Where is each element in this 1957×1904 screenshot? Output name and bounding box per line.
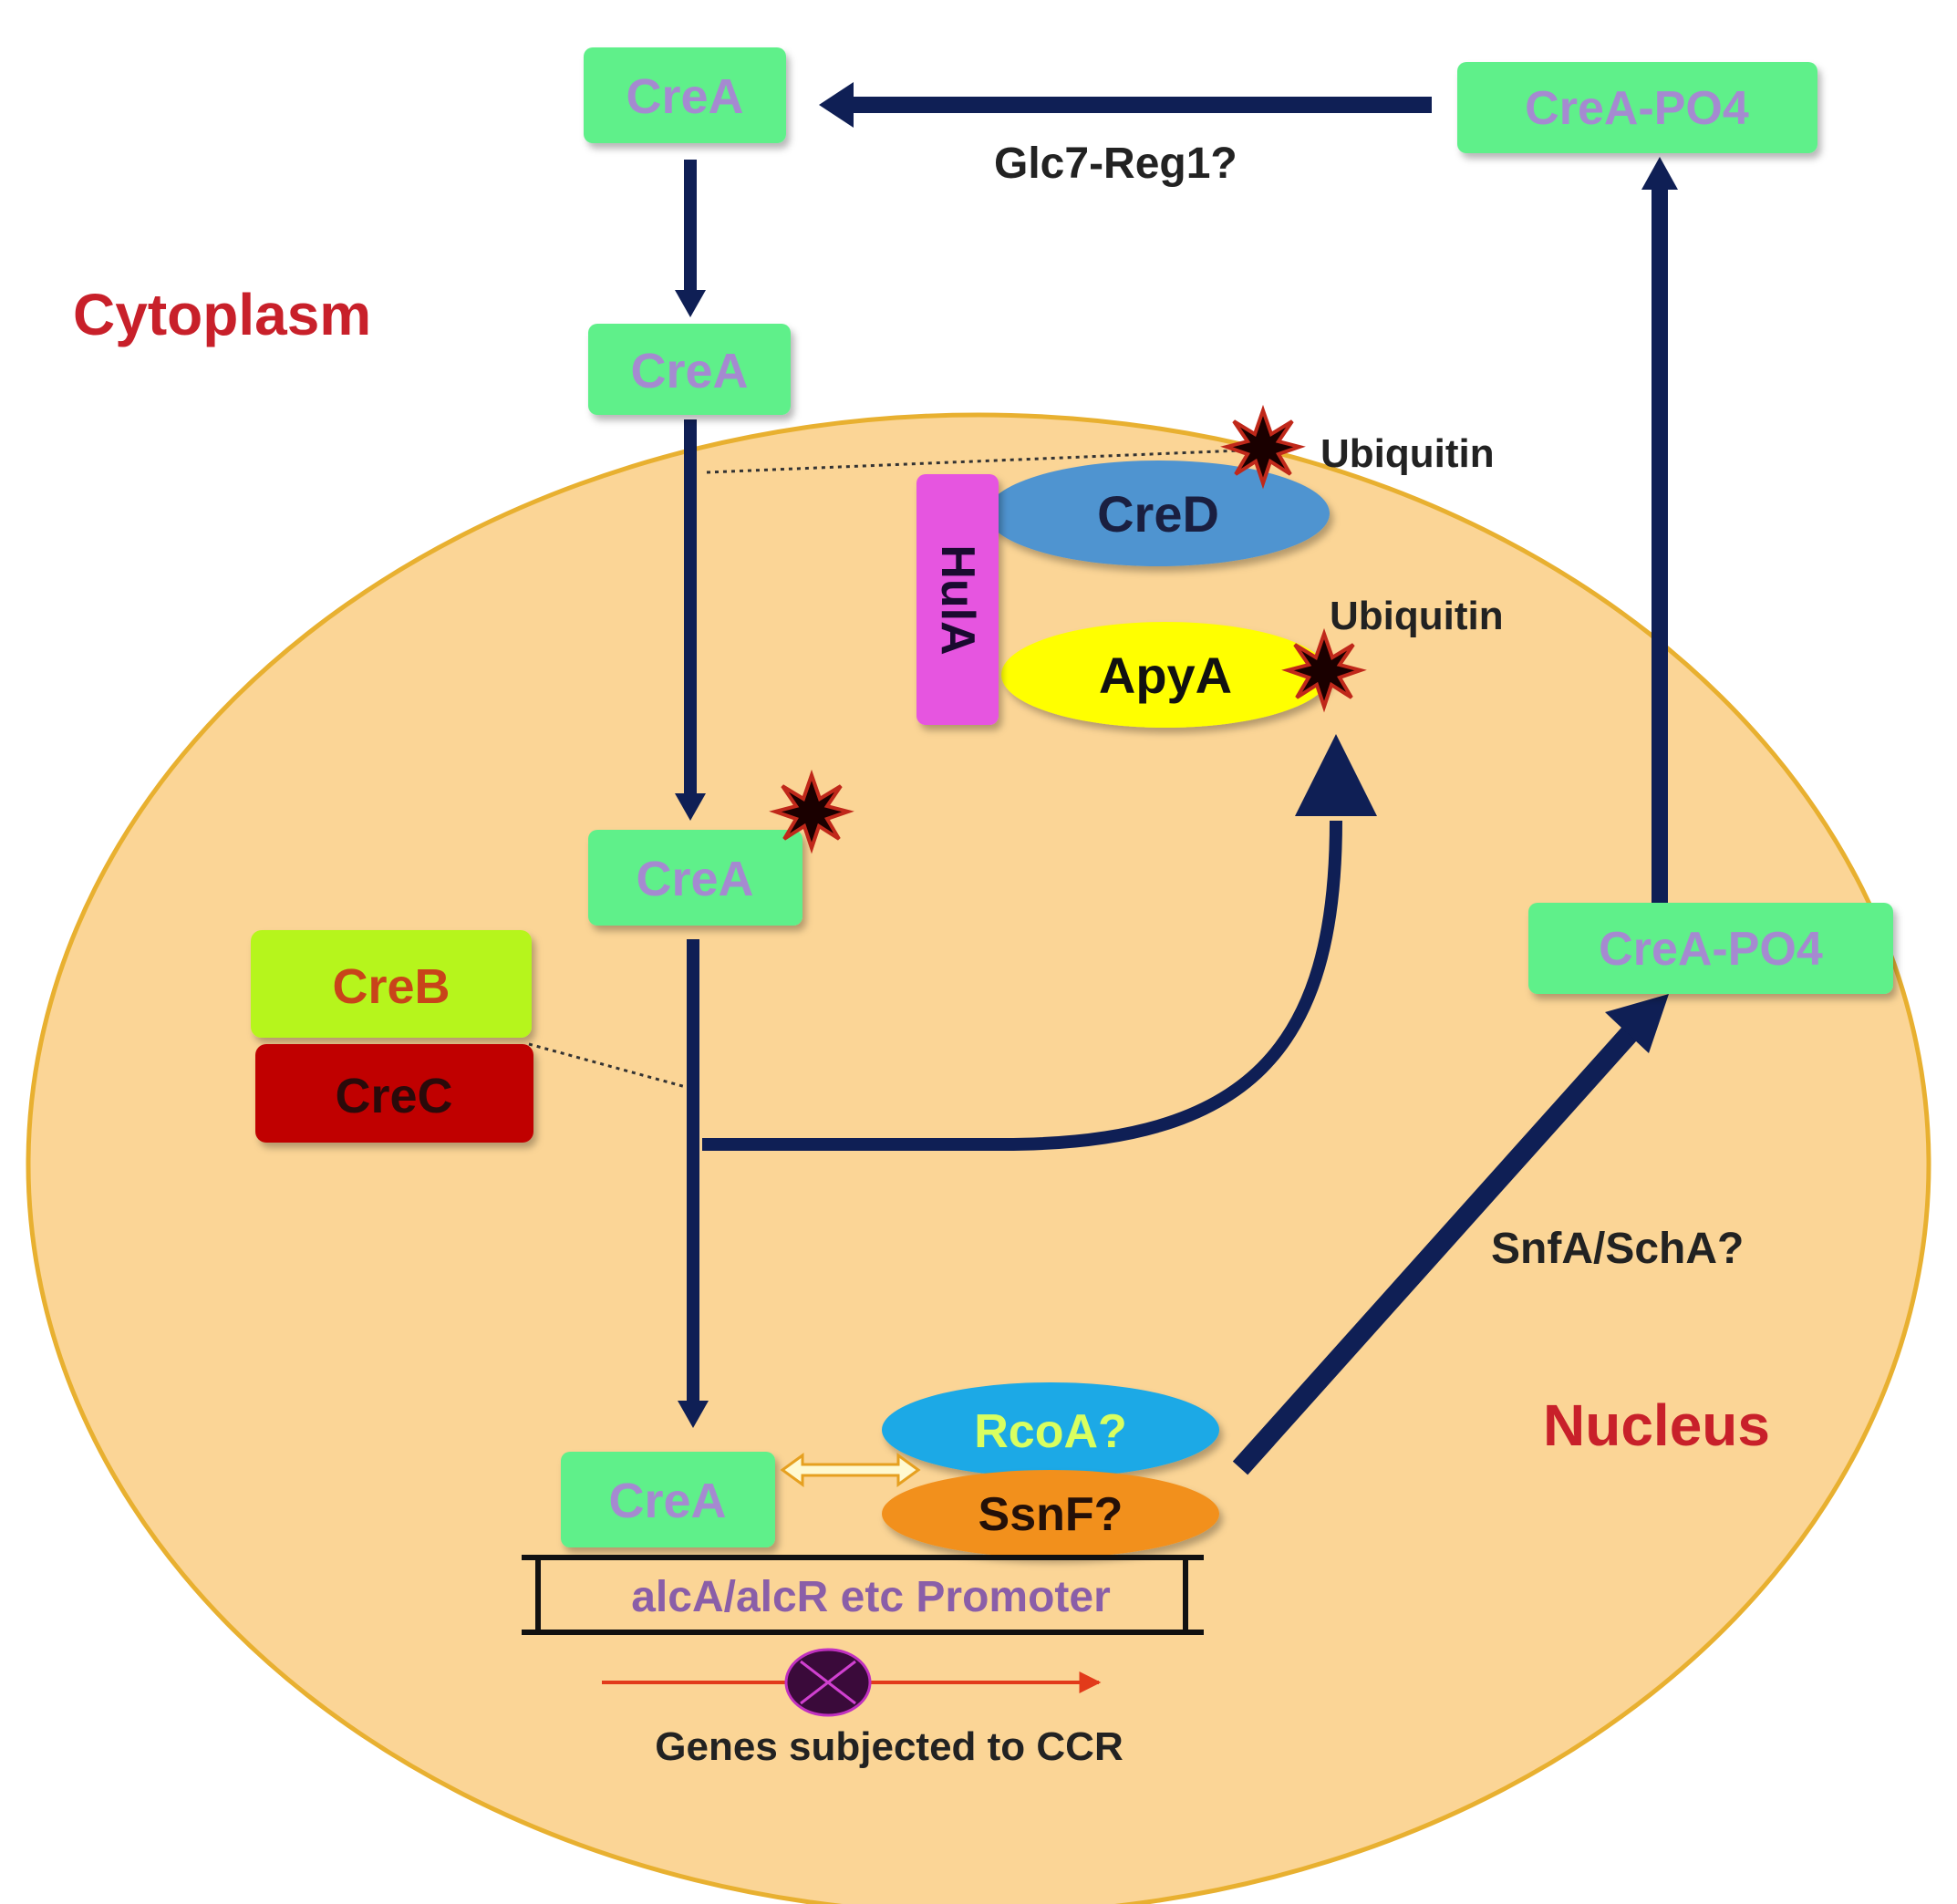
ubiquitin-label-1: Ubiquitin [1320, 431, 1495, 476]
arrow-dephosphorylation-head [819, 82, 854, 128]
cred-ellipse: CreD [987, 460, 1330, 566]
crea-dna-label: CreA [608, 1474, 726, 1528]
ssnf-ellipse: SsnF? [882, 1470, 1219, 1557]
creb-box: CreB [251, 930, 532, 1038]
arrow-phosphorylation-head [1605, 994, 1669, 1053]
crea-top-label: CreA [626, 69, 743, 124]
nucleus-ellipse [26, 412, 1931, 1904]
gene-transcription [602, 1648, 1102, 1717]
glc7-label: Glc7-Reg1? [994, 140, 1237, 188]
crec-box: CreC [255, 1044, 533, 1143]
dotted-line-creb [528, 1042, 687, 1089]
genes-label: Genes subjected to CCR [655, 1724, 1123, 1769]
hula-label: HulA [931, 544, 984, 655]
creb-label: CreB [332, 959, 450, 1014]
ubiquitin-star-icon [769, 769, 854, 854]
rcoa-ellipse: RcoA? [882, 1382, 1219, 1477]
crea-3-box: CreA [588, 830, 802, 926]
crea-3-label: CreA [636, 852, 753, 906]
crea-po4-nucleus-label: CreA-PO4 [1599, 923, 1823, 976]
crea-dna-box: CreA [561, 1452, 775, 1547]
cytoplasm-label: Cytoplasm [73, 282, 371, 347]
arrow-export-head [1641, 157, 1678, 190]
apya-label: ApyA [1099, 647, 1232, 704]
arrow-to-dna-head [678, 1401, 709, 1428]
dotted-line-ubiquitin [706, 449, 1241, 474]
promoter-label: alcA/alcR etc Promoter [631, 1573, 1111, 1621]
ubiquitin-label-2: Ubiquitin [1330, 594, 1504, 638]
interaction-double-arrow [780, 1453, 921, 1487]
arrow-import-head [675, 290, 706, 317]
apya-ellipse: ApyA [1001, 622, 1330, 728]
promoter-region: alcA/alcR etc Promoter [522, 1555, 1204, 1635]
arrow-to-apya-head [1295, 734, 1377, 816]
ssnf-label: SsnF? [978, 1488, 1123, 1541]
hula-box: HulA [916, 474, 999, 725]
crea-2-label: CreA [630, 344, 748, 398]
crea-po4-top-box: CreA-PO4 [1457, 62, 1817, 153]
crec-label: CreC [335, 1069, 452, 1123]
snfa-label: SnfA/SchA? [1491, 1225, 1744, 1273]
crea-2-box: CreA [588, 324, 791, 415]
cred-label: CreD [1097, 485, 1219, 543]
crea-po4-top-label: CreA-PO4 [1525, 82, 1749, 135]
arrow-to-apya [702, 820, 1342, 1151]
rcoa-label: RcoA? [974, 1405, 1127, 1458]
arrow-ubiquitination-head [675, 793, 706, 821]
crea-po4-nucleus-box: CreA-PO4 [1528, 903, 1893, 994]
crea-top-box: CreA [584, 47, 786, 143]
nucleus-label: Nucleus [1543, 1392, 1770, 1458]
arrow-phosphorylation [1232, 1023, 1641, 1475]
ubiquitin-star-icon [1281, 627, 1367, 713]
ubiquitin-star-icon [1220, 404, 1306, 490]
